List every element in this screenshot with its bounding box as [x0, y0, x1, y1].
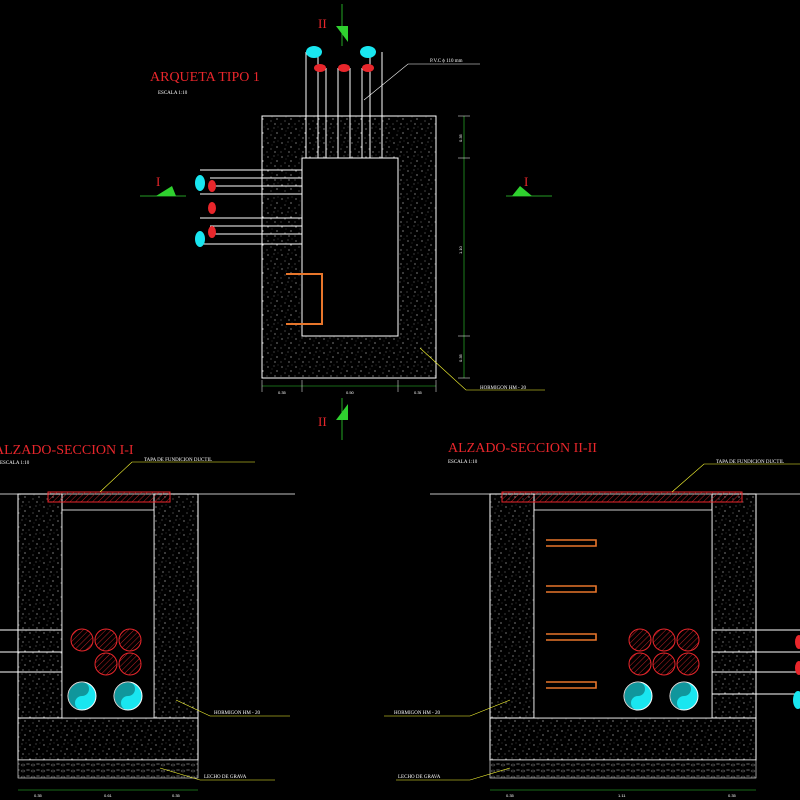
- dim-label: 0.61: [104, 793, 113, 798]
- dim-label: 0.35: [278, 390, 287, 395]
- pipe-cyan-icon: [306, 46, 322, 58]
- dim-label: 0.35: [458, 133, 463, 142]
- concrete-base: [17, 717, 199, 761]
- pipe-cyan-icon: [623, 681, 653, 711]
- dim-label: 1.11: [618, 793, 626, 798]
- pipe-red-icon: [208, 202, 216, 214]
- section-i-concrete-label: HORMIGON HM - 20: [214, 711, 260, 716]
- cast-iron-cover: [501, 491, 743, 503]
- section-marker-i-right: I: [506, 174, 552, 197]
- plan-ladder: [286, 273, 323, 325]
- plan-concrete-label: HORMIGON HM - 20: [480, 386, 526, 391]
- gravel-leader: [396, 767, 511, 781]
- pipe-red-icon: [652, 628, 676, 652]
- pipe-red-icon: [208, 226, 216, 238]
- section-mark-label: I: [524, 174, 528, 189]
- side-pipes: [0, 629, 62, 673]
- ladder-rungs: [546, 539, 597, 689]
- pipe-bundle: [67, 628, 143, 711]
- pipe-cyan-icon: [669, 681, 699, 711]
- pipe-red-icon: [314, 64, 326, 72]
- plan-view: ARQUETA TIPO 1 ESCALA 1:10: [140, 4, 552, 440]
- pipe-red-icon: [94, 652, 118, 676]
- concrete-leader: [419, 347, 545, 391]
- concrete-leader: [175, 699, 290, 717]
- pipe-red-icon: [94, 628, 118, 652]
- dim-label: 0.35: [458, 353, 463, 362]
- dim-label: 0.35: [172, 793, 181, 798]
- pipe-red-icon: [628, 628, 652, 652]
- section-i-dimensions: 0.35 0.61 0.35: [18, 789, 198, 798]
- pipe-red-icon: [118, 628, 142, 652]
- pipe-cyan-icon: [113, 681, 143, 711]
- pipe-red-icon: [795, 661, 800, 675]
- pipe-red-icon: [208, 180, 216, 192]
- pipe-leader: [363, 63, 480, 101]
- section-ii-title: ALZADO-SECCION II-II: [448, 441, 597, 456]
- pipe-label: P.V.C ϕ 110 mm: [430, 59, 463, 64]
- pipe-cyan-icon: [360, 46, 376, 58]
- section-ii-gravel-label: LECHO DE GRAVA: [398, 775, 441, 780]
- pipe-red-icon: [628, 652, 652, 676]
- concrete-base: [489, 717, 757, 761]
- pipe-red-icon: [70, 628, 94, 652]
- pipe-red-icon: [795, 635, 800, 649]
- concrete-wall-right: [153, 493, 199, 761]
- pipe-red-icon: [676, 628, 700, 652]
- plan-dimension-bottom: 0.35 0.50 0.35: [261, 380, 437, 395]
- pipe-cyan-icon: [195, 175, 205, 191]
- section-ii-view: ALZADO-SECCION II-II ESCALA 1:10: [384, 441, 800, 798]
- cast-iron-cover: [47, 491, 171, 503]
- concrete-wall-left: [17, 493, 63, 761]
- pipe-cyan-icon: [67, 681, 97, 711]
- section-i-gravel-label: LECHO DE GRAVA: [204, 775, 247, 780]
- section-marker-ii-top: II: [318, 4, 348, 46]
- section-mark-label: I: [156, 174, 160, 189]
- section-ii-concrete-label: HORMIGON HM - 20: [394, 711, 440, 716]
- section-marker-ii-bottom: II: [318, 398, 348, 440]
- pipe-bundle: [623, 628, 700, 711]
- dim-label: 1.10: [458, 245, 463, 254]
- dim-label: 0.35: [506, 793, 515, 798]
- plan-title: ARQUETA TIPO 1: [150, 70, 260, 85]
- side-pipes-right: [712, 629, 800, 709]
- gravel-leader: [159, 767, 275, 781]
- dim-label: 0.35: [414, 390, 423, 395]
- section-ii-cover-label: TAPA DE FUNDICION DUCTIL: [716, 460, 784, 465]
- plan-scale: ESCALA 1:10: [158, 91, 188, 96]
- section-mark-label: II: [318, 16, 327, 31]
- cover-leader: [99, 461, 255, 493]
- gravel-bed: [17, 759, 199, 779]
- concrete-leader: [384, 699, 511, 717]
- dim-label: 0.35: [34, 793, 43, 798]
- gravel-bed: [489, 759, 757, 779]
- pipe-cyan-icon: [793, 691, 800, 709]
- section-mark-label: II: [318, 414, 327, 429]
- dim-label: 0.35: [728, 793, 737, 798]
- pipe-red-icon: [652, 652, 676, 676]
- section-i-cover-label: TAPA DE FUNDICION DUCTIL: [144, 458, 212, 463]
- section-ii-scale: ESCALA 1:10: [448, 460, 478, 465]
- pipe-red-icon: [338, 64, 350, 72]
- pipe-red-icon: [118, 652, 142, 676]
- plan-dimension-right: 0.35 1.10 0.35: [458, 115, 470, 379]
- section-i-scale: ESCALA 1:10: [0, 461, 30, 466]
- cover-leader: [671, 463, 800, 493]
- section-i-title: ALZADO-SECCION I-I: [0, 443, 134, 458]
- pipe-cyan-icon: [195, 231, 205, 247]
- plan-left-pipes: [195, 169, 302, 247]
- dim-label: 0.50: [346, 390, 355, 395]
- plan-chamber: [301, 157, 399, 337]
- section-ii-dimensions: 0.35 1.11 0.35: [490, 789, 756, 798]
- section-i-view: ALZADO-SECCION I-I ESCALA 1:10 TAPA D: [0, 443, 295, 798]
- plan-top-pipes: [305, 46, 383, 158]
- section-marker-i-left: I: [140, 174, 186, 197]
- pipe-red-icon: [362, 64, 374, 72]
- pipe-red-icon: [676, 652, 700, 676]
